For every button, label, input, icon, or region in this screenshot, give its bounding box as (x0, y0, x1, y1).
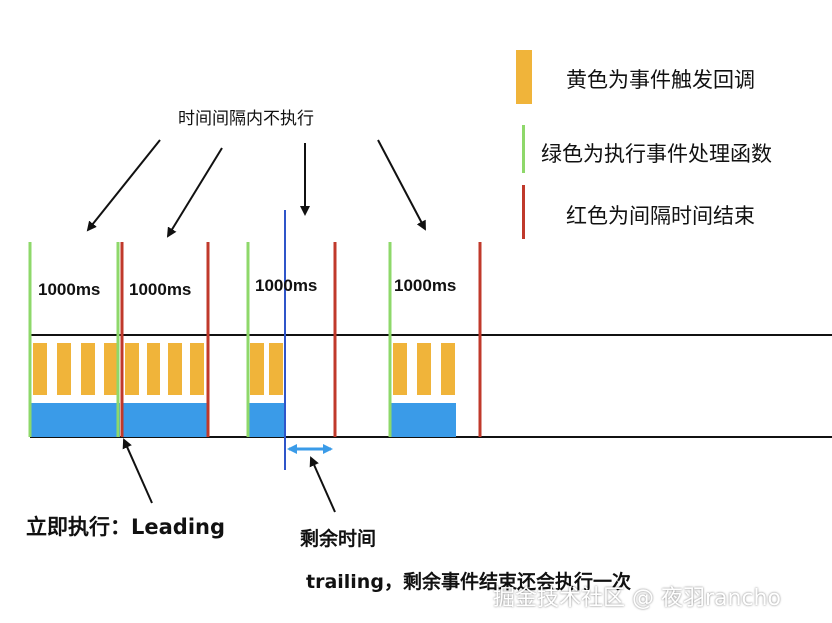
callback-bars (33, 343, 455, 395)
end-lines (120, 242, 482, 437)
legend-swatches (516, 50, 532, 239)
callback-bar (269, 343, 283, 395)
callback-bar (190, 343, 204, 395)
execution-blocks (30, 403, 456, 437)
interval-label: 1000ms (255, 276, 318, 295)
arrow (377, 139, 426, 231)
arrow (166, 147, 223, 238)
legend-swatch-red (522, 185, 525, 239)
callback-bar (393, 343, 407, 395)
execution-block (249, 403, 285, 437)
callback-bar (33, 343, 47, 395)
interval-label: 1000ms (394, 276, 457, 295)
trailing-label: trailing，剩余事件结束还会执行一次 (306, 571, 631, 593)
callback-bar (81, 343, 95, 395)
leading-label: 立即执行：Leading (26, 515, 226, 539)
arrow (309, 456, 336, 513)
callback-bar (125, 343, 139, 395)
interval-label: 1000ms (38, 280, 101, 299)
handler-lines (28, 242, 392, 437)
execution-block (123, 403, 207, 437)
callback-bar (57, 343, 71, 395)
no-exec-label: 时间间隔内不执行 (178, 109, 314, 129)
arrow (122, 438, 153, 504)
legend-item-end: 红色为间隔时间结束 (566, 204, 755, 228)
interval-label: 1000ms (129, 280, 192, 299)
callback-bar (104, 343, 117, 395)
callback-bar (441, 343, 455, 395)
legend-item-handler: 绿色为执行事件处理函数 (541, 142, 772, 166)
callback-bar (250, 343, 264, 395)
arrow (86, 139, 161, 232)
execution-block (390, 403, 456, 437)
legend-item-callback: 黄色为事件触发回调 (566, 68, 755, 92)
callback-bar (147, 343, 160, 395)
legend-swatch-green (522, 125, 525, 173)
callback-bar (168, 343, 182, 395)
callback-bar (417, 343, 431, 395)
watermark: 掘金技术社区 @ 夜羽rancho (493, 586, 781, 611)
annotation-arrows (86, 139, 426, 513)
execution-block (30, 403, 120, 437)
legend-swatch-yellow (516, 50, 532, 104)
remaining-time-label: 剩余时间 (300, 528, 377, 550)
